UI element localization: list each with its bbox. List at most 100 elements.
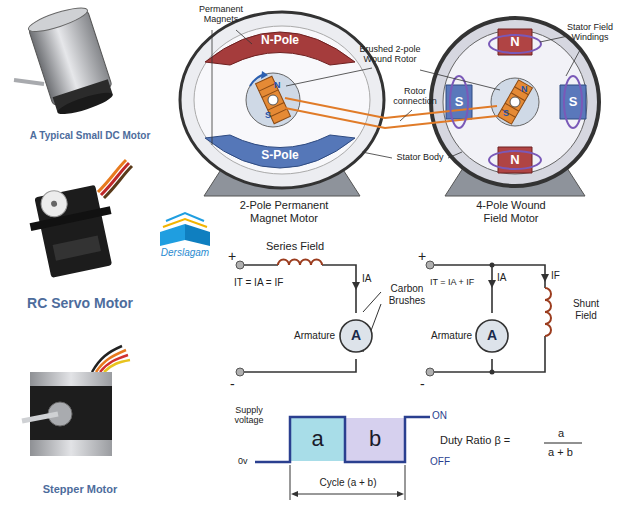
current-arrow xyxy=(541,274,549,282)
leader-line xyxy=(400,110,412,121)
part-label: Stator Field Windings xyxy=(555,22,625,43)
on-period-block: a xyxy=(290,417,345,462)
stator-bore xyxy=(194,26,370,174)
rotor-pole: N xyxy=(274,80,281,90)
node-label: N xyxy=(510,153,519,167)
armature-symbol: A xyxy=(339,319,373,353)
arrow-head xyxy=(397,491,404,497)
stepper-plate xyxy=(30,440,112,456)
stepper-plate xyxy=(30,372,112,386)
node-label: A xyxy=(487,328,497,343)
magnet-pole: N-Pole xyxy=(205,20,355,68)
axis-label: 0v xyxy=(238,456,248,466)
field-pole: S xyxy=(445,84,473,120)
stator-body xyxy=(180,12,384,188)
arrow-head xyxy=(291,491,298,497)
current-arrow xyxy=(352,282,360,290)
photo-caption: RC Servo Motor xyxy=(0,295,160,311)
stepper-wire xyxy=(104,360,130,372)
terminal-sign: - xyxy=(230,376,235,392)
motor-body-group xyxy=(26,4,116,119)
node-shape xyxy=(205,135,355,168)
formula-text: Duty Ratio β = xyxy=(440,434,510,447)
formula-text: a xyxy=(558,427,564,440)
part-label: Stator Body xyxy=(385,152,455,162)
node-shape xyxy=(340,320,372,352)
terminal xyxy=(236,368,244,376)
motor-title: 2-Pole Permanent Magnet Motor xyxy=(225,199,343,224)
dimension-label: Cycle (a + b) xyxy=(298,477,398,489)
rotor xyxy=(246,73,300,127)
four-pole-motor xyxy=(431,18,599,196)
servo-tabs xyxy=(30,206,112,231)
motor-title: 4-Pole Wound Field Motor xyxy=(463,199,559,224)
rotor-connection-wire xyxy=(285,98,497,118)
photo-caption: A Typical Small DC Motor xyxy=(5,130,175,142)
part-label: Rotor connection xyxy=(387,86,443,107)
shunt-circuit xyxy=(426,261,551,376)
servo-wire xyxy=(101,163,129,195)
terminal xyxy=(236,261,244,269)
leader-line xyxy=(236,30,252,44)
node-shape xyxy=(446,85,472,119)
terminal-sign: + xyxy=(418,248,426,264)
rotor-connection xyxy=(285,98,497,128)
servo-horn xyxy=(39,188,70,219)
arrow-head xyxy=(261,71,268,79)
node-label: N-Pole xyxy=(261,34,299,47)
component-label: Shunt Field xyxy=(561,298,611,321)
part-label: Brushed 2-pole Wound Rotor xyxy=(345,44,435,65)
motor-cap-end xyxy=(56,89,115,118)
series-circuit xyxy=(236,260,381,377)
node-shape xyxy=(346,418,404,461)
dimension-tick xyxy=(290,465,405,500)
part-label: Permanent Magnets xyxy=(190,4,252,25)
rotor-shaft xyxy=(268,95,278,105)
servo-screw xyxy=(51,200,58,207)
node-shape xyxy=(205,32,355,65)
logo-book xyxy=(160,224,185,246)
servo-body-group xyxy=(24,180,122,280)
logo-book xyxy=(185,224,210,246)
current-label: IA xyxy=(362,273,371,285)
node-label: A xyxy=(351,328,361,343)
leader-line xyxy=(212,30,213,145)
node-label: b xyxy=(369,427,381,451)
leader-line xyxy=(286,68,372,86)
stator-body xyxy=(431,18,599,186)
stepper-body xyxy=(30,372,112,456)
dc-motor-photo xyxy=(14,4,117,119)
level-label: ON xyxy=(432,410,447,422)
leader-lines xyxy=(212,30,580,158)
rotation-arrow xyxy=(250,75,262,86)
component-label: Series Field xyxy=(266,240,324,253)
fraction-bar xyxy=(544,443,582,444)
logo-icon xyxy=(160,213,210,246)
rotor-pole: N xyxy=(521,84,528,94)
node-shape xyxy=(498,147,532,173)
stator-bore xyxy=(443,30,587,174)
current-arrow xyxy=(488,280,496,288)
winding xyxy=(564,76,582,128)
rotor-coil xyxy=(256,76,291,123)
node-label: S xyxy=(455,95,464,109)
leader-line xyxy=(420,70,500,90)
series-field-coil xyxy=(278,260,322,266)
servo-wire xyxy=(104,166,132,198)
field-pole: N xyxy=(497,28,533,56)
node-shape xyxy=(560,85,586,119)
watermark: Derslagam xyxy=(148,247,222,259)
formula-text: a + b xyxy=(548,446,573,459)
terminal-sign: - xyxy=(420,376,425,392)
leader-line xyxy=(540,36,568,42)
current-equation: IT = IA + IF xyxy=(430,277,474,287)
servo-sticker xyxy=(53,235,101,260)
leader-line xyxy=(448,152,462,158)
photo-caption: Stepper Motor xyxy=(0,483,160,496)
shunt-field-coil xyxy=(545,288,551,336)
dimension-line xyxy=(296,494,399,495)
node-label: N xyxy=(510,35,519,49)
node-shape xyxy=(498,29,532,55)
winding xyxy=(489,151,541,169)
component-label: Carbon Brushes xyxy=(382,283,432,306)
